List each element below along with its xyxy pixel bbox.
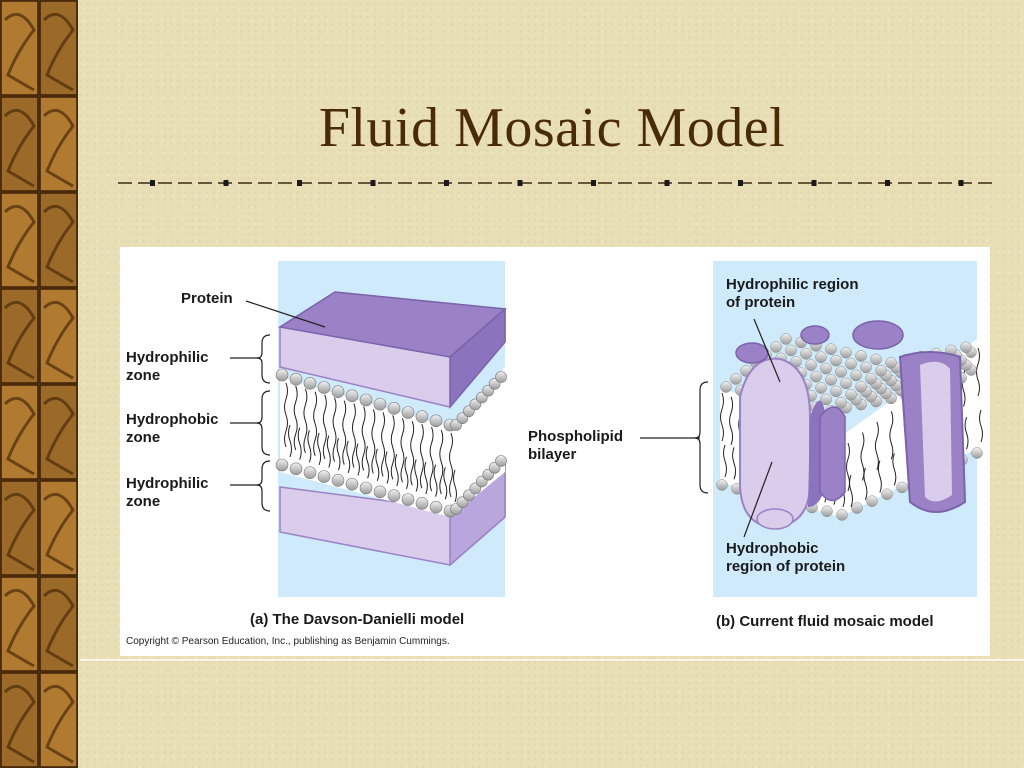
davson-danielli-model: [275, 291, 507, 567]
membrane-diagram: [230, 261, 983, 597]
label-hydrophilic-zone-bottom: Hydrophilic zone: [126, 475, 209, 510]
label-hydrophobic-zone: Hydrophobic zone: [126, 411, 219, 446]
label-hydrophobic-region: Hydrophobic region of protein: [726, 540, 846, 575]
copyright-notice: Copyright © Pearson Education, Inc., pub…: [126, 636, 450, 647]
peripheral-protein: [852, 320, 904, 350]
left-leader-lines: [230, 300, 326, 512]
label-hydrophilic-zone-top: Hydrophilic zone: [126, 349, 209, 384]
bottom-rule: [80, 659, 1024, 661]
fluid-mosaic-model: [716, 320, 983, 530]
slide-title: Fluid Mosaic Model: [318, 97, 786, 159]
label-hydrophilic-region: Hydrophilic region of protein: [726, 276, 859, 311]
transmembrane-protein: [739, 357, 811, 529]
caption-davson-danielli: (a) The Davson-Danielli model: [250, 611, 465, 628]
title-divider: [118, 180, 993, 186]
label-protein: Protein: [181, 290, 233, 307]
label-phospholipid-bilayer: Phospholipid bilayer: [528, 428, 623, 463]
decorative-border: [0, 0, 78, 768]
right-leader-lines: [640, 318, 781, 538]
caption-fluid-mosaic: (b) Current fluid mosaic model: [716, 613, 934, 630]
figure-panel: Protein Hydrophilic zone Hydrophobic zon…: [120, 247, 990, 656]
